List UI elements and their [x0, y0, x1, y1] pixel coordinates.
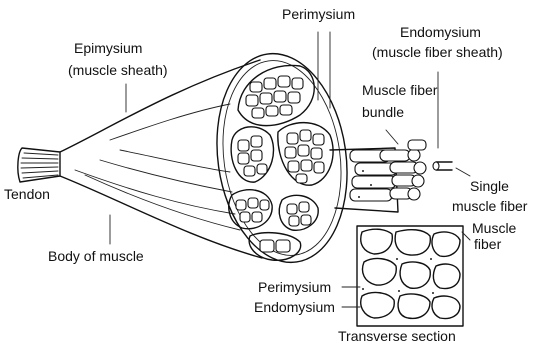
label-muscle-fiber-bundle-line2: bundle — [362, 104, 404, 120]
label-transverse-section: Transverse section — [338, 328, 456, 344]
label-perimysium-top: Perimysium — [282, 6, 355, 22]
label-endomysium-top: Endomysium — [400, 24, 481, 40]
transverse-section-drawing — [357, 226, 463, 326]
cross-section-drawing — [204, 45, 360, 271]
label-endomysium-bottom: Endomysium — [254, 299, 335, 315]
fiber-bundle-drawing — [330, 140, 452, 212]
label-muscle-fiber-line2: fiber — [474, 236, 501, 252]
label-muscle-fiber-sheath: (muscle fiber sheath) — [372, 44, 503, 60]
label-body-of-muscle: Body of muscle — [48, 248, 144, 264]
label-single-line1: Single — [470, 178, 509, 194]
label-tendon: Tendon — [4, 186, 50, 202]
label-muscle-fiber-bundle-line1: Muscle fiber — [362, 82, 437, 98]
label-perimysium-bottom: Perimysium — [258, 279, 331, 295]
label-single-line2: muscle fiber — [452, 198, 527, 214]
label-muscle-fiber-line1: Muscle — [472, 220, 516, 236]
label-muscle-sheath: (muscle sheath) — [68, 62, 168, 78]
label-epimysium: Epimysium — [74, 40, 142, 56]
tendon-drawing — [18, 148, 60, 182]
